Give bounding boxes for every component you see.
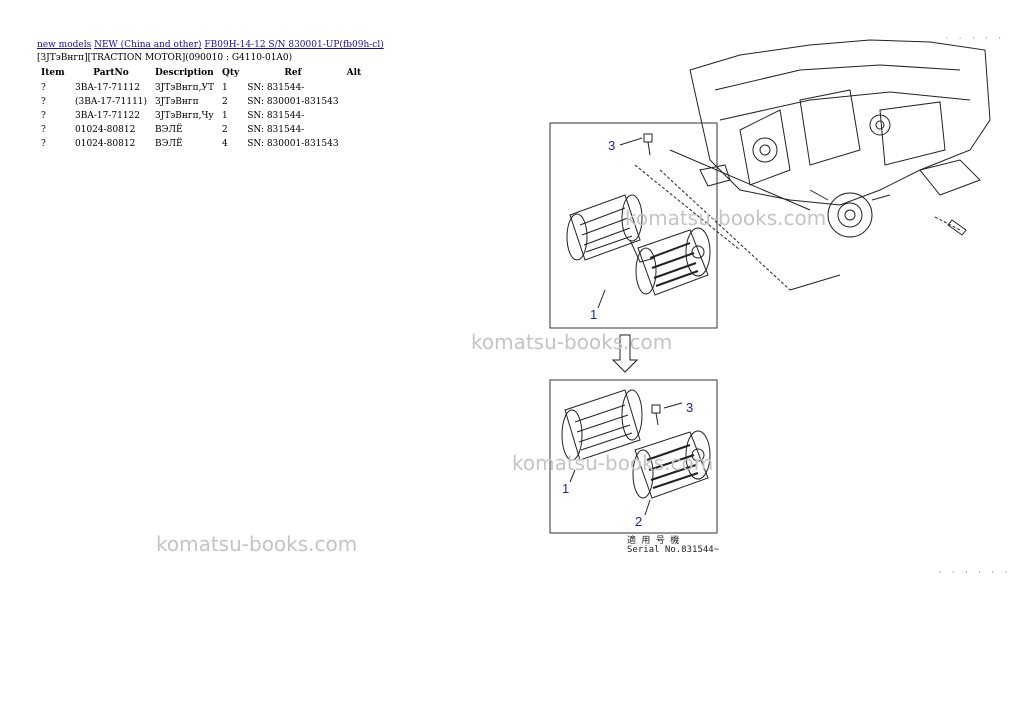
callout-1-lower: 1 (562, 481, 569, 496)
cell-alt (343, 109, 371, 123)
bolt-illustration (643, 133, 653, 156)
section-title: [ЗЈТэВнгп][TRACTION MOTOR](090010 : G411… (37, 53, 293, 63)
header-description: Description (155, 68, 214, 78)
caption-serial-number: Serial No.831544~ (627, 545, 720, 555)
cell-partno: 3BA-17-71112 (75, 83, 141, 93)
header-ref: Ref (284, 68, 302, 78)
breadcrumb-link-region[interactable]: NEW (China and other) (94, 40, 202, 50)
header-partno: PartNo (93, 68, 129, 78)
bolt-illustration (651, 404, 661, 426)
traction-motor-illustration (566, 194, 656, 263)
table-row: ? 3BA-17-71122 ЗЈТэВнгп,Чу 1 SN: 831544- (37, 109, 371, 123)
cell-qty: 2 (221, 125, 228, 135)
traction-motor-illustration (632, 430, 711, 499)
cell-partno: (3BA-17-71111) (75, 97, 148, 107)
cell-partno: 01024-80812 (75, 125, 136, 135)
cell-alt (343, 137, 371, 151)
watermark: komatsu-books.com (156, 532, 358, 556)
cell-description: ЗЈТэВнгп,УТ (155, 83, 214, 93)
watermark: komatsu-books.com (512, 451, 714, 475)
table-row: ? 01024-80812 ВЭЛЁ 4 SN: 830001-831543 (37, 137, 371, 151)
chassis-frame-illustration (689, 39, 991, 238)
cell-ref: SN: 831544- (247, 83, 305, 93)
cell-partno: 3BA-17-71122 (75, 111, 141, 121)
callout-1-upper: 1 (590, 307, 597, 322)
callout-2-lower: 2 (635, 514, 642, 529)
figure-code-bottom: · · · · · · (938, 569, 1011, 576)
cell-qty: 1 (221, 83, 228, 93)
breadcrumb-link-new-models[interactable]: new models (37, 40, 92, 50)
cell-description: ЗЈТэВнгп,Чу (155, 111, 214, 121)
cell-item: ? (41, 83, 46, 93)
cell-alt (343, 95, 371, 109)
table-row: ? 3BA-17-71112 ЗЈТэВнгп,УТ 1 SN: 831544- (37, 81, 371, 95)
caption-applicable-units: 適 用 号 機 (627, 536, 680, 546)
traction-motor-illustration (561, 389, 643, 461)
cell-description: ВЭЛЁ (155, 139, 183, 149)
table-header-row: Item PartNo Description Qty Ref Alt (37, 66, 371, 81)
cell-ref: SN: 830001-831543 (247, 97, 339, 107)
cell-qty: 1 (221, 111, 228, 121)
traction-motor-illustration (635, 227, 711, 296)
callout-3-upper: 3 (608, 138, 615, 153)
breadcrumb: new models NEW (China and other) FB09H-1… (37, 40, 384, 50)
cell-partno: 01024-80812 (75, 139, 136, 149)
cell-ref: SN: 831544- (247, 111, 305, 121)
watermark: komatsu-books.com (471, 330, 673, 354)
cell-qty: 4 (221, 139, 228, 149)
cell-ref: SN: 831544- (247, 125, 305, 135)
figure-code-top: · · · · · (945, 35, 1005, 42)
table-row: ? 01024-80812 ВЭЛЁ 2 SN: 831544- (37, 123, 371, 137)
cell-ref: SN: 830001-831543 (247, 139, 339, 149)
down-arrow-icon (611, 334, 639, 373)
cell-description: ЗЈТэВнгп (155, 97, 199, 107)
watermark: komatsu-books.com (625, 206, 827, 230)
parts-diagram: 3 1 3 1 2 (549, 39, 991, 534)
header-qty: Qty (221, 68, 240, 78)
callout-3-lower: 3 (686, 400, 693, 415)
cell-item: ? (41, 111, 46, 121)
cell-item: ? (41, 139, 46, 149)
cell-description: ВЭЛЁ (155, 125, 183, 135)
header-item: Item (41, 68, 65, 78)
header-alt: Alt (346, 68, 362, 78)
cell-qty: 2 (221, 97, 228, 107)
cell-item: ? (41, 125, 46, 135)
upper-detail-frame (549, 122, 718, 329)
parts-table: Item PartNo Description Qty Ref Alt ? 3B… (37, 66, 371, 151)
cell-item: ? (41, 97, 46, 107)
table-row: ? (3BA-17-71111) ЗЈТэВнгп 2 SN: 830001-8… (37, 95, 371, 109)
cell-alt (343, 81, 371, 95)
lower-detail-frame (549, 379, 718, 534)
cell-alt (343, 123, 371, 137)
breadcrumb-link-model[interactable]: FB09H-14-12 S/N 830001-UP(fb09h-cl) (204, 40, 384, 50)
